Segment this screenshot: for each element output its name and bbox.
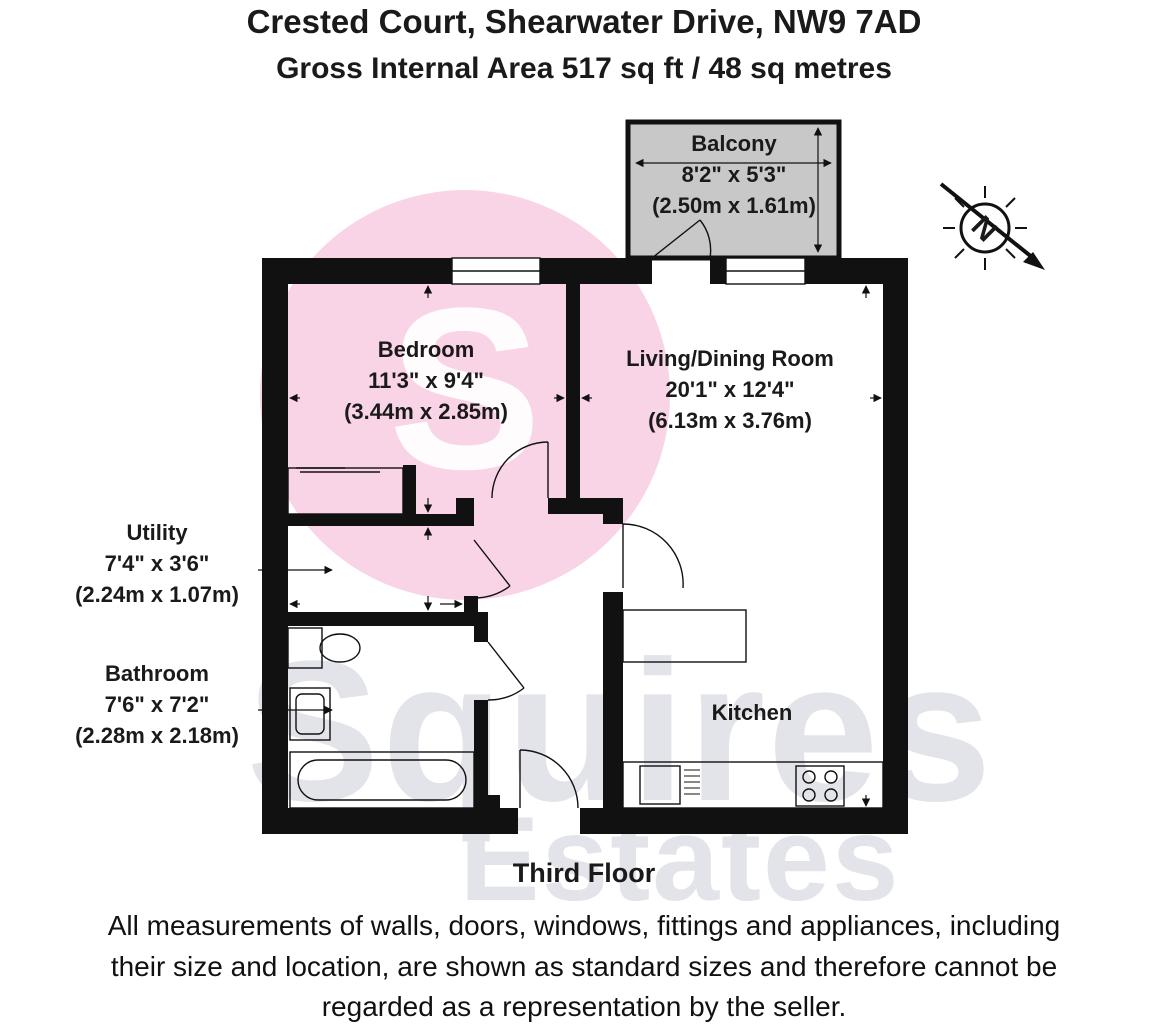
compass-icon: N: [939, 182, 1045, 270]
balcony-metric: (2.50m x 1.61m): [652, 193, 816, 218]
balcony-name: Balcony: [691, 131, 777, 156]
disclaimer-line-1: All measurements of walls, doors, window…: [108, 910, 1060, 941]
disclaimer-line-3: regarded as a representation by the sell…: [322, 991, 847, 1022]
utility-metric: (2.24m x 1.07m): [75, 582, 239, 607]
bedroom-name: Bedroom: [378, 337, 475, 362]
gross-area: Gross Internal Area 517 sq ft / 48 sq me…: [276, 52, 892, 85]
balcony-imperial: 8'2" x 5'3": [682, 162, 787, 187]
living-room-imperial: 20'1" x 12'4": [665, 377, 794, 402]
living-room-metric: (6.13m x 3.76m): [648, 408, 812, 433]
door-swings: [473, 441, 684, 809]
disclaimer-line-2: their size and location, are shown as st…: [111, 951, 1057, 982]
balcony: [625, 119, 842, 261]
floor-label: Third Floor: [513, 858, 656, 888]
bathroom-metric: (2.28m x 2.18m): [75, 723, 239, 748]
bathroom-name: Bathroom: [105, 661, 209, 686]
bedroom-imperial: 11'3" x 9'4": [368, 368, 484, 393]
windows: [451, 257, 806, 285]
page-title: Crested Court, Shearwater Drive, NW9 7AD: [247, 3, 922, 40]
utility-imperial: 7'4" x 3'6": [105, 551, 210, 576]
dimension-arrows: [258, 285, 882, 807]
bedroom-metric: (3.44m x 2.85m): [344, 399, 508, 424]
utility-name: Utility: [126, 520, 188, 545]
kitchen-name: Kitchen: [712, 700, 793, 725]
living-room-name: Living/Dining Room: [626, 346, 834, 371]
bathroom-imperial: 7'6" x 7'2": [105, 692, 210, 717]
walls: [262, 258, 908, 834]
